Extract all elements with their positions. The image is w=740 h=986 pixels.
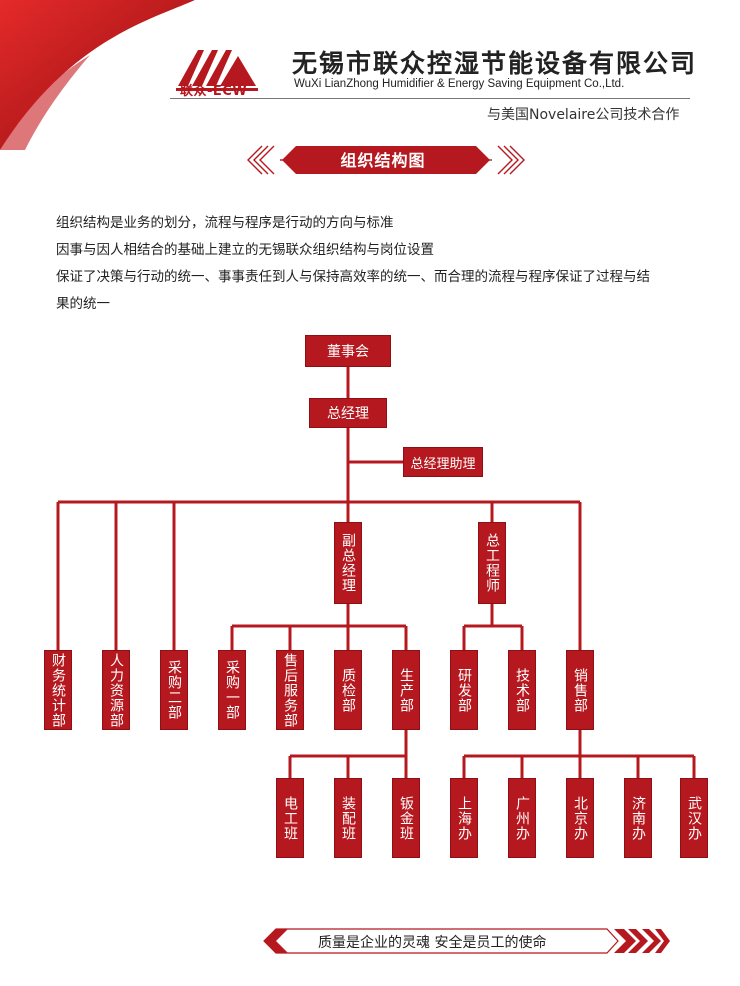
- org-tech: 技术部: [508, 650, 536, 730]
- org-guangzhou-office: 广州办: [508, 778, 536, 858]
- org-beijing-office: 北京办: [566, 778, 594, 858]
- org-electric-team: 电工班: [276, 778, 304, 858]
- org-general-manager: 总经理: [309, 398, 387, 428]
- org-hr: 人力资源部: [102, 650, 130, 730]
- org-purchase-1: 采购一部: [218, 650, 246, 730]
- org-assembly-team: 装配班: [334, 778, 362, 858]
- org-wuhan-office: 武汉办: [680, 778, 708, 858]
- org-rd: 研发部: [450, 650, 478, 730]
- org-board: 董事会: [305, 335, 391, 367]
- org-chief-engineer: 总工程师: [478, 522, 506, 604]
- org-purchase-2: 采购二部: [160, 650, 188, 730]
- org-quality-control: 质检部: [334, 650, 362, 730]
- org-production: 生产部: [392, 650, 420, 730]
- org-jinan-office: 济南办: [624, 778, 652, 858]
- org-sales: 销售部: [566, 650, 594, 730]
- footer-slogan: 质量是企业的灵魂 安全是员工的使命: [318, 932, 618, 952]
- org-shanghai-office: 上海办: [450, 778, 478, 858]
- org-after-sales: 售后服务部: [276, 650, 304, 730]
- org-finance: 财务统计部: [44, 650, 72, 730]
- org-gm-assistant: 总经理助理: [403, 447, 483, 477]
- org-vice-president: 副总经理: [334, 522, 362, 604]
- org-sheet-metal-team: 钣金班: [392, 778, 420, 858]
